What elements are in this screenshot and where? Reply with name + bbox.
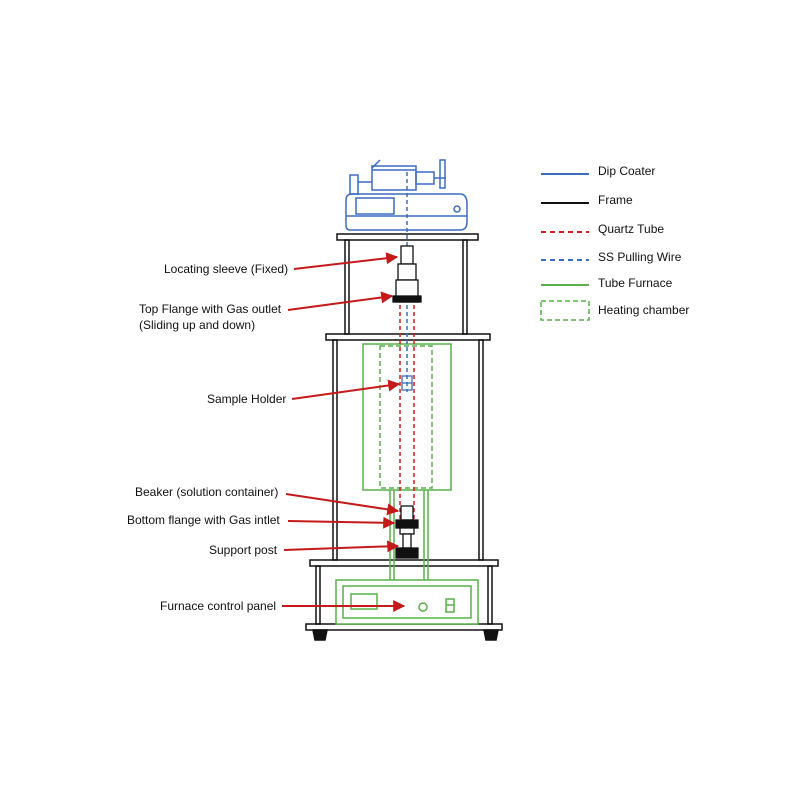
- arrow-bottom-flange: [287, 516, 396, 529]
- frame-base-plate: [305, 623, 503, 631]
- frame-middle-shelf: [325, 333, 491, 341]
- legend-label-frame: Frame: [598, 193, 633, 207]
- dip-coater-lead-screw: [415, 171, 435, 185]
- legend-label-quartz-tube: Quartz Tube: [598, 222, 664, 236]
- frame-foot-right: [483, 629, 499, 641]
- dip-coater-body: [345, 193, 468, 231]
- control-panel-display: [350, 593, 378, 610]
- frame-post-mid-right: [478, 339, 484, 561]
- label-beaker: Beaker (solution container): [135, 485, 278, 499]
- label-sample-holder: Sample Holder: [207, 392, 286, 406]
- beaker: [400, 505, 414, 521]
- bottom-flange: [395, 519, 419, 529]
- locating-sleeve: [400, 245, 414, 265]
- support-post-stem: [402, 533, 412, 549]
- heating-chamber: [379, 345, 433, 489]
- dip-coater-clamp-left: [349, 174, 359, 195]
- legend-label-heating-chamber: Heating chamber: [598, 303, 689, 317]
- frame-bottom-shelf: [309, 559, 499, 567]
- label-top-flange: Top Flange with Gas outlet: [139, 302, 282, 316]
- support-post-top: [399, 527, 415, 535]
- dip-coater-plunger-cap: [439, 159, 446, 189]
- callout-arrows: [282, 252, 406, 612]
- legend-swatch-heating-chamber: [540, 300, 590, 321]
- dip-coater-display: [355, 197, 395, 215]
- frame-foot-left: [312, 629, 328, 641]
- arrow-beaker: [285, 493, 400, 516]
- dip-coater-knob: [453, 205, 461, 213]
- tube-components: [392, 245, 422, 559]
- arrow-sample-holder: [291, 379, 401, 400]
- frame-post-top-right: [462, 239, 468, 335]
- label-bottom-flange: Bottom flange with Gas intlet: [127, 513, 280, 527]
- dip-coater-arm: [371, 159, 381, 169]
- arrow-top-flange: [287, 291, 394, 311]
- frame-post-low-right: [487, 565, 493, 625]
- furnace-body: [362, 343, 452, 491]
- control-panel-knob: [418, 602, 428, 612]
- label-top-flange-note: (Sliding up and down): [139, 318, 255, 332]
- legend-label-tube-furnace: Tube Furnace: [598, 276, 673, 290]
- label-locating-sleeve: Locating sleeve (Fixed): [164, 262, 288, 276]
- arrow-support-post: [283, 540, 400, 553]
- label-support-post: Support post: [209, 543, 278, 557]
- frame-post-low-left: [315, 565, 321, 625]
- frame-post-mid-left: [332, 339, 338, 561]
- support-post-base: [395, 547, 419, 559]
- legend-label-pulling-wire: SS Pulling Wire: [598, 250, 682, 264]
- label-control-panel: Furnace control panel: [160, 599, 276, 613]
- top-flange-collar: [392, 295, 422, 303]
- arrow-locating-sleeve: [293, 252, 399, 270]
- legend-label-dip-coater: Dip Coater: [598, 164, 655, 178]
- control-panel-inner: [342, 585, 472, 619]
- frame-post-top-left: [344, 239, 350, 335]
- top-flange-upper: [397, 263, 417, 281]
- quartz-tube: [399, 305, 415, 520]
- legend: Dip Coater Frame Quartz Tube SS Pulling …: [540, 164, 689, 321]
- tube-furnace: [335, 343, 479, 625]
- callout-labels: Locating sleeve (Fixed) Top Flange with …: [127, 262, 288, 613]
